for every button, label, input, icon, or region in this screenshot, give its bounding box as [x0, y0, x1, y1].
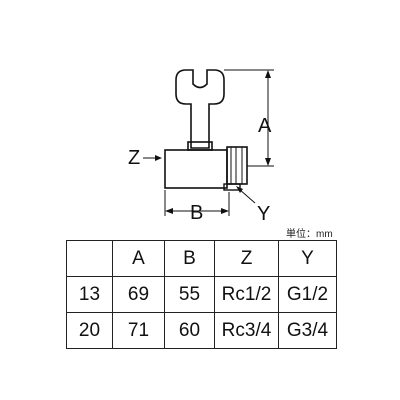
- port-z-pointer: Z: [128, 147, 162, 169]
- cell-y: G3/4: [278, 312, 337, 349]
- port-y-label: Y: [257, 203, 270, 225]
- cell-z: Rc3/4: [214, 312, 279, 349]
- valve-bottom-tab: [223, 183, 241, 191]
- header-y: Y: [278, 240, 337, 277]
- valve-body: [164, 149, 228, 189]
- table-header-row: A B Z Y: [66, 240, 337, 277]
- cell-size: 20: [66, 312, 113, 349]
- header-a: A: [112, 240, 165, 277]
- cell-b: 60: [164, 312, 215, 349]
- port-z-label: Z: [128, 147, 140, 169]
- cell-y: G1/2: [278, 276, 337, 313]
- valve-outlet: [226, 146, 248, 185]
- dimension-a-label: A: [258, 115, 272, 137]
- cell-a: 71: [112, 312, 165, 349]
- header-z: Z: [214, 240, 279, 277]
- table-row: 13 69 55 Rc1/2 G1/2: [66, 276, 337, 313]
- unit-note: 単位：mm: [286, 229, 333, 240]
- spec-table: A B Z Y 13 69 55 Rc1/2 G1/2 20 71 60 Rc3…: [66, 240, 337, 349]
- header-b: B: [164, 240, 215, 277]
- header-size: [66, 240, 113, 277]
- port-y-pointer: Y: [236, 186, 270, 225]
- cell-a: 69: [112, 276, 165, 313]
- dimension-b-label: B: [190, 202, 203, 224]
- dimension-b: B: [164, 190, 230, 224]
- valve-dimension-drawing: A B Z Y: [128, 69, 274, 225]
- dimension-a: A: [224, 69, 274, 167]
- cell-size: 13: [66, 276, 113, 313]
- cell-b: 55: [164, 276, 215, 313]
- valve-handle: [175, 69, 225, 149]
- cell-z: Rc1/2: [214, 276, 279, 313]
- table-row: 20 71 60 Rc3/4 G3/4: [66, 312, 337, 349]
